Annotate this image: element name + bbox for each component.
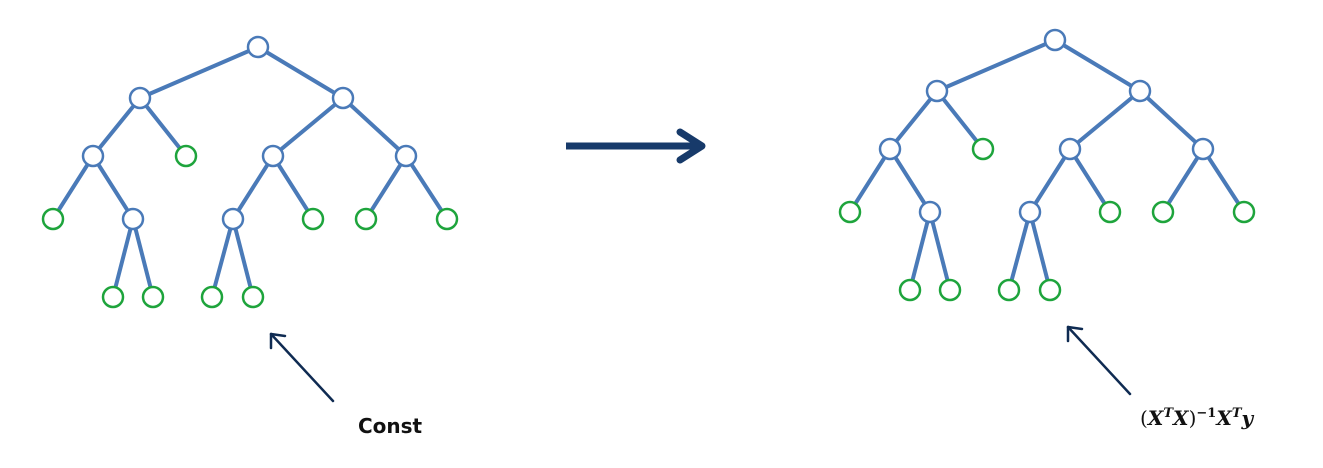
- formula-part: X: [1171, 406, 1190, 430]
- right-tree-internal-node: [918, 200, 942, 224]
- left-tree-edge: [138, 96, 188, 158]
- left-tree-edge: [91, 96, 142, 158]
- right-tree-edge: [1068, 89, 1142, 151]
- left-tree-edge: [111, 217, 135, 299]
- right-tree-internal-node: [1128, 79, 1152, 103]
- right-tree-edge: [1201, 147, 1246, 214]
- right-tree-leaf-node: [1038, 278, 1062, 302]
- left-tree-internal-node: [81, 144, 105, 168]
- transform-arrow-head: [676, 128, 706, 164]
- left-tree-edge: [210, 217, 235, 299]
- left-tree-edge: [364, 154, 408, 221]
- right-tree-internal-node: [1018, 200, 1042, 224]
- left-leaf-label: Const: [358, 414, 423, 438]
- right-tree-leaf-node: [1098, 200, 1122, 224]
- formula-part: ): [1189, 406, 1197, 430]
- left-tree-edge: [256, 45, 345, 100]
- right-tree-edge: [1068, 147, 1112, 214]
- formula-part: −1: [1196, 406, 1216, 421]
- left-tree-edge: [51, 154, 95, 221]
- right-tree-leaf-node: [997, 278, 1021, 302]
- left-tree-internal-node: [261, 144, 285, 168]
- right-tree-leaf-node: [938, 278, 962, 302]
- left-leaf-pointer: [269, 332, 335, 403]
- left-tree-leaf-node: [101, 285, 125, 309]
- right-tree-leaf-node: [1232, 200, 1256, 224]
- right-tree-leaf-node: [898, 278, 922, 302]
- left-tree-leaf-node: [354, 207, 378, 231]
- right-tree-edge: [1028, 147, 1072, 214]
- left-tree-edge: [404, 154, 449, 221]
- left-tree-edge: [231, 217, 255, 299]
- left-tree-internal-node: [394, 144, 418, 168]
- left-tree-internal-node: [246, 35, 270, 59]
- formula-part: T: [1163, 406, 1174, 421]
- left-tree-leaf-node: [241, 285, 265, 309]
- right-tree-edge: [935, 89, 985, 151]
- left-regression-tree: [41, 35, 459, 309]
- left-tree-edge: [231, 154, 275, 221]
- left-tree-leaf-node: [41, 207, 65, 231]
- formula-part: X: [1146, 406, 1165, 430]
- formula-part: (: [1140, 406, 1148, 430]
- right-tree-edge: [928, 210, 952, 292]
- left-tree-internal-node: [121, 207, 145, 231]
- right-leaf-label: (XTX)−1XTy: [1140, 406, 1255, 430]
- right-tree-internal-node: [1191, 137, 1215, 161]
- right-tree-edge: [888, 147, 932, 214]
- right-tree-edge: [848, 147, 892, 214]
- right-tree-edge: [1053, 38, 1142, 93]
- left-tree-internal-node: [221, 207, 245, 231]
- formula-part: X: [1214, 406, 1233, 430]
- left-tree-leaf-node: [141, 285, 165, 309]
- right-tree-edge: [1161, 147, 1205, 214]
- left-tree-internal-node: [331, 86, 355, 110]
- right-tree-edge: [888, 89, 939, 151]
- right-tree-edge: [908, 210, 932, 292]
- transform-arrow: [566, 128, 706, 164]
- right-tree-edge: [935, 38, 1057, 93]
- formula-part: T: [1232, 406, 1243, 421]
- right-tree-internal-node: [878, 137, 902, 161]
- left-tree-edge: [271, 154, 315, 221]
- left-tree-leaf-node: [435, 207, 459, 231]
- left-tree-edge: [91, 154, 135, 221]
- right-tree-internal-node: [1043, 28, 1067, 52]
- left-tree-edge: [131, 217, 155, 299]
- right-tree-edge: [1138, 89, 1205, 151]
- left-tree-leaf-node: [301, 207, 325, 231]
- left-tree-edge: [271, 96, 345, 158]
- right-tree-leaf-node: [838, 200, 862, 224]
- formula-part: y: [1241, 406, 1255, 430]
- right-regression-tree: [838, 28, 1256, 302]
- right-tree-leaf-node: [971, 137, 995, 161]
- left-tree-internal-node: [128, 86, 152, 110]
- right-tree-internal-node: [1058, 137, 1082, 161]
- left-tree-edge: [341, 96, 408, 158]
- left-tree-leaf-node: [174, 144, 198, 168]
- left-tree-edge: [138, 45, 260, 100]
- right-tree-internal-node: [925, 79, 949, 103]
- right-tree-leaf-node: [1151, 200, 1175, 224]
- right-tree-edge: [1028, 210, 1052, 292]
- right-tree-edge: [1007, 210, 1032, 292]
- right-leaf-pointer: [1066, 325, 1132, 396]
- left-tree-leaf-node: [200, 285, 224, 309]
